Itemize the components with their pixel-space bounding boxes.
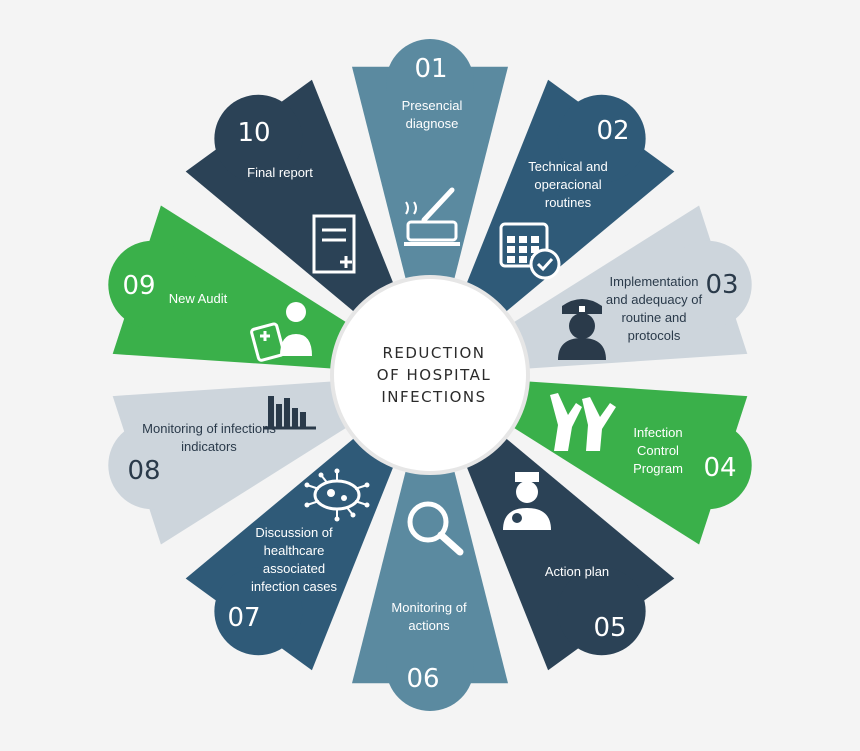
step-03-label-line-4: protocols: [628, 328, 681, 343]
step-03-number: 03: [705, 270, 738, 300]
step-06-wedge: [351, 467, 509, 684]
step-10: [185, 79, 395, 315]
step-04-label-line-3: Program: [633, 461, 683, 476]
report-icon: [312, 214, 356, 274]
step-07-label-line-3: associated: [263, 561, 325, 576]
step-07-label-line-1: Discussion of: [255, 525, 333, 540]
step-01-label-line-2: diagnose: [406, 116, 459, 131]
step-10-number: 10: [237, 118, 270, 148]
gloves-icon: [550, 393, 616, 451]
step-03-number-badge: [663, 240, 752, 329]
audit-icon: [250, 302, 312, 362]
step-06-number: 06: [406, 664, 439, 694]
nurse-icon: [558, 299, 606, 360]
step-04-number-badge: [663, 421, 752, 510]
step-08-label-line-1: Monitoring of infections: [142, 421, 276, 436]
step-08: [108, 381, 350, 545]
step-09-number-badge: [108, 240, 197, 329]
step-02-number: 02: [596, 116, 629, 146]
step-02-label-line-1: Technical and: [528, 159, 608, 174]
step-03-label-line-2: and adequacy of: [606, 292, 703, 307]
step-10-number-badge: [214, 94, 303, 183]
magnifier-icon: [407, 501, 464, 556]
step-02-number-badge: [557, 94, 646, 183]
step-06: [351, 467, 509, 711]
step-08-number-badge: [108, 421, 197, 510]
step-01-number-badge: [386, 39, 474, 127]
step-04-label-line-1: Infection: [633, 425, 682, 440]
step-09-number: 09: [122, 271, 155, 301]
step-02-label-line-3: routines: [545, 195, 592, 210]
step-06-label-line-1: Monitoring of: [391, 600, 467, 615]
calendar-check-icon: [499, 222, 561, 280]
step-01: [351, 39, 509, 283]
step-01-wedge: [351, 66, 509, 283]
center-title-line-2: OF HOSPITAL: [377, 366, 491, 384]
step-03-label-line-3: routine and: [621, 310, 686, 325]
center-title-line-3: INFECTIONS: [381, 388, 486, 406]
step-05-number: 05: [593, 613, 626, 643]
step-02-label-line-2: operacional: [534, 177, 601, 192]
step-08-number: 08: [127, 456, 160, 486]
bar-chart-icon: [264, 396, 316, 430]
virus-icon: [304, 468, 370, 522]
step-07-label-line-4: infection cases: [251, 579, 337, 594]
step-01-number: 01: [414, 54, 447, 84]
step-07-number-badge: [214, 567, 303, 656]
step-06-number-badge: [386, 623, 474, 711]
step-09: [108, 205, 350, 369]
center-title-line-1: REDUCTION: [382, 344, 485, 362]
center-hub: REDUCTION OF HOSPITAL INFECTIONS: [330, 275, 530, 475]
step-06-label-line-2: actions: [408, 618, 450, 633]
step-04-label-line-2: Control: [637, 443, 679, 458]
step-05-label-line-1: Action plan: [545, 564, 609, 579]
step-04-number: 04: [703, 453, 736, 483]
doctor-icon: [503, 472, 551, 530]
step-08-label-line-2: indicators: [181, 439, 237, 454]
step-09-label-line-1: New Audit: [169, 291, 228, 306]
step-02: [465, 79, 675, 315]
step-07-number: 07: [227, 603, 260, 633]
laptop-hand-icon: [404, 187, 460, 246]
step-10-label-line-1: Final report: [247, 165, 313, 180]
step-07-label-line-2: healthcare: [264, 543, 325, 558]
step-01-label-line-1: Presencial: [402, 98, 463, 113]
step-05-number-badge: [557, 567, 646, 656]
step-03-label-line-1: Implementation: [610, 274, 699, 289]
step-07: [185, 435, 395, 671]
